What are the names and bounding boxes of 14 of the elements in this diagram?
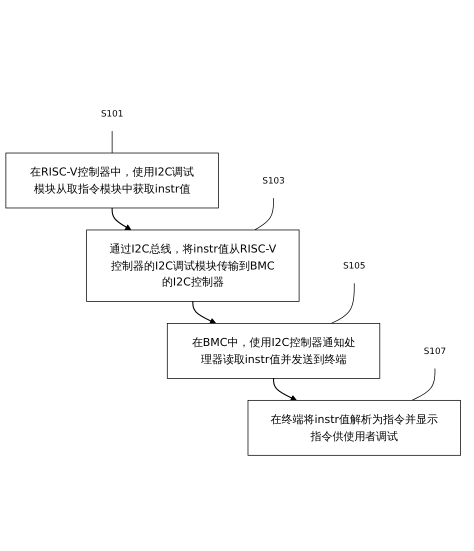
node-box: 在终端将instr值解析为指令并显示指令供使用者调试 bbox=[248, 400, 461, 456]
arrow bbox=[192, 301, 216, 324]
connector bbox=[330, 282, 355, 324]
connector bbox=[412, 368, 436, 401]
arrow bbox=[112, 208, 132, 230]
node-box: 通过I2C总线，将instr值从RISC-V控制器的I2C调试模块传输到BMC的I2C控制器 bbox=[86, 230, 300, 302]
node-text: S103 bbox=[262, 175, 285, 186]
node-box: 在BMC中，使用I2C控制器通知处理器读取instr值并发送到终端 bbox=[166, 322, 380, 379]
node-text: S101 bbox=[100, 108, 124, 118]
node-text: S107 bbox=[424, 346, 446, 356]
arrow bbox=[273, 378, 297, 401]
node-text: S105 bbox=[343, 260, 366, 271]
node-box: 在RISC-V控制器中，使用I2C调试模块从取指令模块中获取instr值 bbox=[6, 152, 219, 208]
connector bbox=[254, 198, 274, 230]
